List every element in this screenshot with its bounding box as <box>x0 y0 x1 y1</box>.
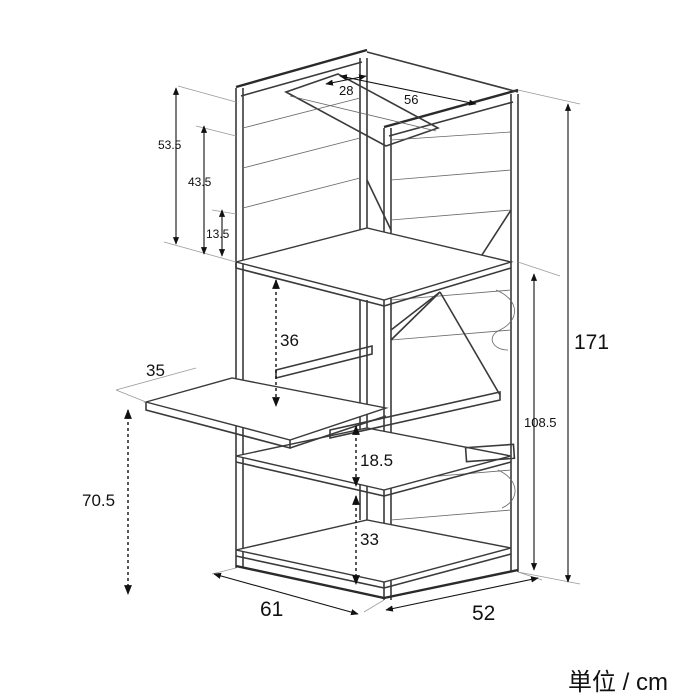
mid-height-label: 43.5 <box>188 175 212 189</box>
width-label: 61 <box>260 598 283 621</box>
shelf-gap-label: 36 <box>280 331 299 350</box>
unit-label: 単位 / cm <box>568 669 668 696</box>
lower-gap-label: 18.5 <box>360 451 393 470</box>
top-width-label: 56 <box>404 92 418 107</box>
slide-depth-label: 35 <box>146 361 165 380</box>
top-depth-label: 28 <box>339 83 353 98</box>
upper-height-label: 53.5 <box>158 138 182 152</box>
depth-label: 52 <box>472 602 495 625</box>
rack-frame <box>143 48 519 600</box>
slide-height-label: 70.5 <box>82 491 115 510</box>
side-height-label: 108.5 <box>524 415 557 430</box>
bottom-gap-label: 33 <box>360 530 379 549</box>
dimension-lines <box>124 74 572 616</box>
total-height-label: 171 <box>574 331 609 354</box>
low-height-label: 13.5 <box>206 227 230 241</box>
